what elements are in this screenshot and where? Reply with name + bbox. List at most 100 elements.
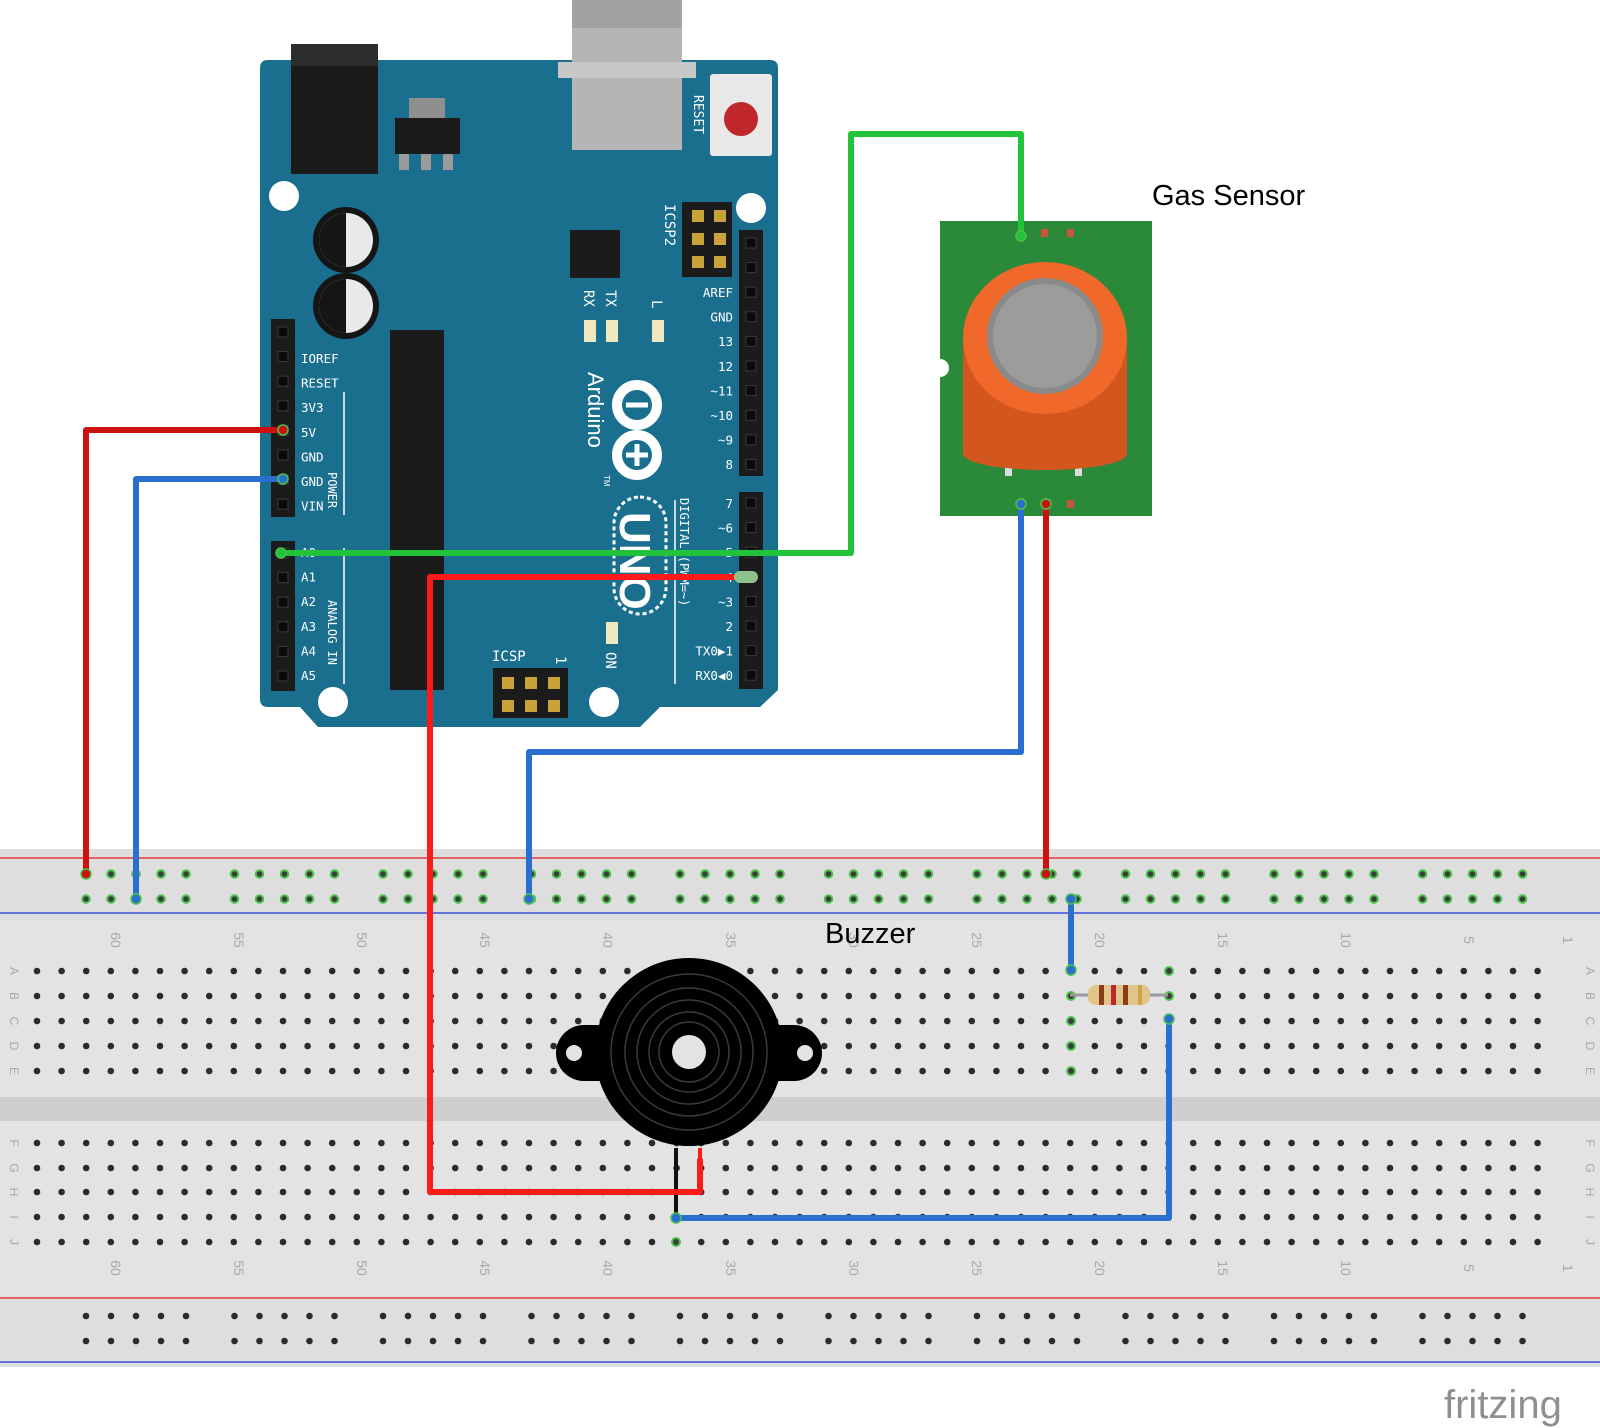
breadboard-hole <box>870 1017 877 1025</box>
breadboard-hole <box>1386 1139 1394 1147</box>
header-pin <box>745 385 757 397</box>
breadboard-hole <box>58 1213 65 1221</box>
breadboard-hole <box>1263 1017 1271 1025</box>
on-led <box>606 622 618 644</box>
brand-label: Arduino <box>583 372 608 448</box>
breadboard-hole <box>574 1238 582 1246</box>
analog-pin-label: A4 <box>301 643 316 658</box>
rail-hole-bottom <box>1048 1312 1056 1320</box>
breadboard-hole <box>402 1164 410 1172</box>
breadboard-hole <box>968 1139 976 1147</box>
breadboard-hole <box>1509 1238 1517 1246</box>
rail-hole-top <box>81 894 91 904</box>
breadboard-hole <box>919 1164 926 1172</box>
breadboard-hole <box>1312 1188 1320 1196</box>
breadboard-hole <box>1042 1067 1049 1075</box>
breadboard-hole <box>58 1238 65 1246</box>
wire-end <box>1040 498 1052 510</box>
breadboard-hole <box>1214 967 1222 975</box>
header-pin <box>745 595 757 607</box>
breadboard-hole <box>33 967 41 975</box>
breadboard-hole <box>132 992 139 1000</box>
reset-button[interactable] <box>724 102 758 136</box>
column-number-label: 50 <box>354 1260 370 1276</box>
rail-hole-top <box>1195 894 1206 904</box>
breadboard-hole <box>1509 1139 1517 1147</box>
rail-hole-bottom <box>528 1337 535 1345</box>
breadboard-hole <box>993 967 1000 975</box>
breadboard-hole <box>353 1188 361 1196</box>
header-pin <box>745 286 757 298</box>
breadboard-hole <box>1386 1067 1394 1075</box>
breadboard-hole <box>1288 1067 1295 1075</box>
breadboard-hole <box>845 1017 853 1025</box>
icsp2-pin <box>692 233 704 245</box>
breadboard-hole <box>1435 1188 1443 1196</box>
breadboard-hole <box>1140 1188 1148 1196</box>
row-letter-label: E <box>1583 1067 1597 1075</box>
breadboard-hole <box>968 1238 976 1246</box>
breadboard-hole <box>427 1213 434 1221</box>
breadboard-hole <box>378 1213 385 1221</box>
icsp-label: ICSP <box>492 649 526 665</box>
breadboard-hole <box>181 1139 188 1147</box>
breadboard-hole <box>771 1139 779 1147</box>
breadboard-hole <box>230 1067 238 1075</box>
header-pin <box>277 351 289 363</box>
breadboard-hole <box>58 967 65 975</box>
breadboard-hole <box>599 1139 607 1147</box>
breadboard-hole <box>624 1164 631 1172</box>
breadboard-hole <box>230 967 238 975</box>
breadboard-hole <box>1042 992 1049 1000</box>
breadboard-hole <box>1042 1017 1049 1025</box>
breadboard-hole <box>328 1042 336 1050</box>
breadboard-hole <box>1288 1213 1295 1221</box>
breadboard-hole <box>1509 1188 1517 1196</box>
breadboard-hole <box>427 1238 434 1246</box>
breadboard-hole <box>328 1188 336 1196</box>
breadboard-hole <box>1116 967 1123 975</box>
wire-end <box>1065 964 1077 976</box>
rail-hole-top <box>1220 894 1231 904</box>
mounting-hole-3 <box>318 687 348 717</box>
breadboard-hole <box>1534 1164 1541 1172</box>
breadboard-hole <box>279 1213 287 1221</box>
breadboard-hole <box>402 1067 410 1075</box>
breadboard-hole <box>796 992 803 1000</box>
rail-hole-top <box>1170 869 1181 879</box>
breadboard-hole <box>771 967 779 975</box>
rail-hole-bottom <box>875 1337 882 1345</box>
breadboard-hole <box>304 1238 311 1246</box>
breadboard-hole <box>1288 1164 1295 1172</box>
rail-hole-bottom <box>1345 1312 1353 1320</box>
power-pin-label: GND <box>301 474 324 489</box>
breadboard-hole <box>1189 1139 1197 1147</box>
breadboard-hole <box>279 1164 287 1172</box>
breadboard-hole <box>1485 1017 1492 1025</box>
breadboard-hole <box>353 967 361 975</box>
row-letter-label: G <box>1583 1163 1597 1172</box>
capacitor-2 <box>313 273 379 339</box>
breadboard-hole <box>378 992 385 1000</box>
rail-hole-bottom <box>875 1312 882 1320</box>
breadboard-hole <box>1485 1067 1492 1075</box>
column-number-label: 55 <box>231 932 247 948</box>
breadboard-hole <box>525 1213 533 1221</box>
row-letter-label: J <box>7 1239 21 1245</box>
rail-hole-top <box>1369 894 1379 904</box>
breadboard-hole <box>1189 1067 1197 1075</box>
breadboard-hole <box>156 1164 164 1172</box>
breadboard-hole <box>648 1238 656 1246</box>
breadboard-hole <box>156 967 164 975</box>
breadboard-hole <box>33 1188 41 1196</box>
breadboard-hole <box>796 1164 803 1172</box>
breadboard-hole <box>1362 1213 1369 1221</box>
header-pin <box>745 237 757 249</box>
rail-hole-bottom <box>1519 1337 1526 1345</box>
wire-gnd-blue <box>133 476 286 902</box>
breadboard-hole <box>919 1188 926 1196</box>
breadboard-hole <box>378 1139 385 1147</box>
rail-hole-top <box>478 869 488 879</box>
breadboard-hole <box>1485 1042 1492 1050</box>
